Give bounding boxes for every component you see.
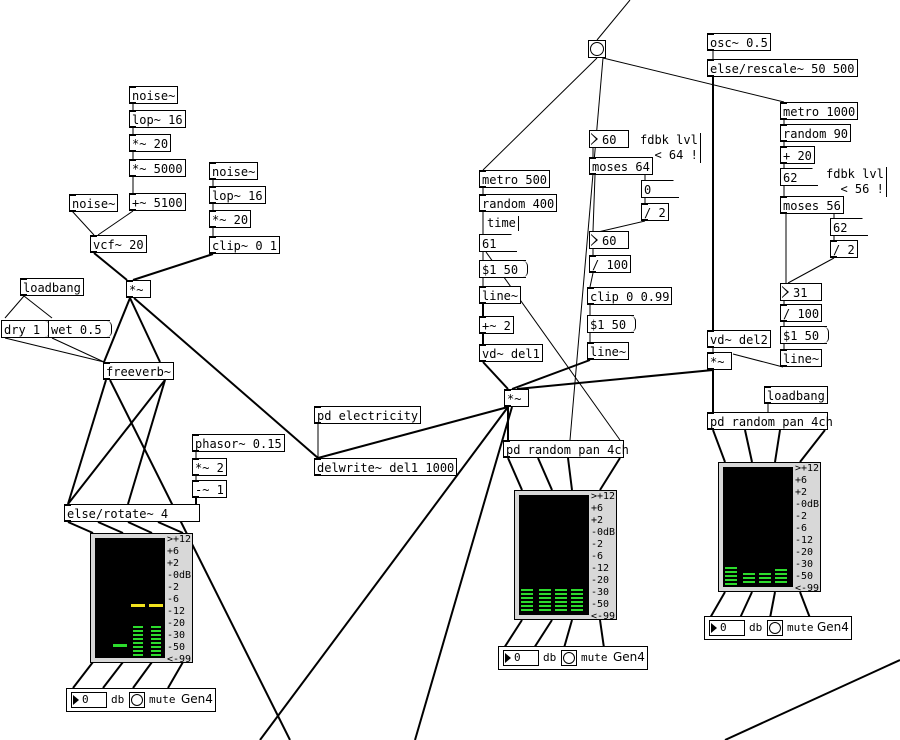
object-noise[interactable]: noise~ <box>69 194 119 212</box>
meter-bar <box>113 644 127 647</box>
number-box[interactable]: 31 <box>780 283 822 301</box>
object-moses[interactable]: moses 56 <box>780 196 844 214</box>
object-delwrite[interactable]: delwrite~ del1 1000 <box>314 458 458 476</box>
meter-bar <box>571 589 583 611</box>
comment-time: time <box>487 216 519 231</box>
message-line[interactable]: $1 50 <box>479 260 529 278</box>
object-multiply[interactable]: *~ 2 <box>192 458 227 476</box>
message-wet[interactable]: wet 0.5 <box>48 320 112 338</box>
vu-meter: >+12+6+2-0dB-2-6-12-20-30-50<-99 <box>90 533 193 665</box>
object-multiply[interactable]: *~ <box>504 389 529 407</box>
meter-bar <box>539 589 551 611</box>
db-label: db <box>111 693 125 706</box>
mute-toggle[interactable] <box>129 692 145 708</box>
meter-bar <box>149 604 163 607</box>
message-line[interactable]: $1 50 <box>780 326 830 344</box>
object-osc[interactable]: osc~ 0.5 <box>707 33 771 51</box>
object-lop[interactable]: lop~ 16 <box>129 110 186 128</box>
object-vd[interactable]: vd~ del1 <box>479 344 543 362</box>
number-box[interactable]: 60 <box>589 130 629 148</box>
object-add[interactable]: +~ 2 <box>479 316 514 334</box>
meter-bar <box>775 569 787 585</box>
mute-toggle[interactable] <box>561 650 577 666</box>
object-vcf[interactable]: vcf~ 20 <box>90 235 147 253</box>
object-multiply[interactable]: *~ 20 <box>129 134 172 152</box>
gen4-title: Gen4 <box>613 650 645 664</box>
atom-value[interactable]: 62 <box>830 218 868 236</box>
meter-bar <box>131 604 145 607</box>
number-box[interactable]: 60 <box>589 231 629 249</box>
object-add[interactable]: +~ 5100 <box>129 193 186 211</box>
meter-scale: >+12+6+2-0dB-2-6-12-20-30-50<-99 <box>167 534 192 665</box>
object-phasor[interactable]: phasor~ 0.15 <box>192 434 285 452</box>
message-line[interactable]: $1 50 <box>587 315 637 333</box>
db-label: db <box>543 651 557 664</box>
object-loadbang[interactable]: loadbang <box>20 278 84 296</box>
meter-bar <box>759 573 771 585</box>
mute-label: mute <box>149 693 176 706</box>
meter-scale: >+12+6+2-0dB-2-6-12-20-30-50<-99 <box>795 463 820 594</box>
object-rescale[interactable]: else/rescale~ 50 500 <box>707 59 858 77</box>
db-label: db <box>749 621 763 634</box>
gen4-panel: 0 db mute Gen4 <box>66 688 216 712</box>
gen4-title: Gen4 <box>181 692 213 706</box>
message-dry[interactable]: dry 1 <box>1 320 51 338</box>
meter-bar <box>555 589 567 611</box>
object-multiply[interactable]: *~ 20 <box>209 210 252 228</box>
meter-bar <box>521 589 533 611</box>
db-number-box[interactable]: 0 <box>503 650 539 666</box>
meter-bar <box>151 626 161 656</box>
atom-value[interactable]: 62 <box>780 168 818 186</box>
gen4-panel: 0 db mute Gen4 <box>498 646 648 670</box>
meter-bar <box>725 567 737 585</box>
mute-toggle[interactable] <box>767 620 783 636</box>
meter-bar <box>133 626 143 656</box>
object-clip[interactable]: clip~ 0 1 <box>209 236 281 254</box>
meter-bar <box>743 573 755 585</box>
object-divide[interactable]: / 2 <box>830 240 858 258</box>
object-loadbang[interactable]: loadbang <box>764 386 828 404</box>
object-noise[interactable]: noise~ <box>129 86 179 104</box>
vu-meter: >+12+6+2-0dB-2-6-12-20-30-50<-99 <box>514 490 617 622</box>
object-pd-random-pan[interactable]: pd random pan 4ch <box>503 440 629 458</box>
atom-time-value[interactable]: 61 <box>479 234 517 252</box>
comment-feedback-level: fdbk lvl < 56 ! <box>826 167 887 197</box>
db-number-box[interactable]: 0 <box>709 620 745 636</box>
object-divide[interactable]: / 100 <box>589 255 632 273</box>
mute-label: mute <box>581 651 608 664</box>
vu-meter: >+12+6+2-0dB-2-6-12-20-30-50<-99 <box>718 462 821 594</box>
object-line[interactable]: line~ <box>587 342 630 360</box>
object-moses[interactable]: moses 64 <box>589 157 653 175</box>
object-pd-electricity[interactable]: pd electricity <box>314 406 422 424</box>
object-divide[interactable]: / 100 <box>780 304 823 322</box>
object-clip[interactable]: clip 0 0.99 <box>587 287 673 305</box>
object-rotate[interactable]: else/rotate~ 4 <box>64 504 200 522</box>
comment-feedback-level: fdbk lvl < 64 ! <box>640 133 701 163</box>
object-metro[interactable]: metro 1000 <box>780 102 859 120</box>
db-number-box[interactable]: 0 <box>71 692 107 708</box>
object-divide[interactable]: / 2 <box>641 203 669 221</box>
bang-button[interactable] <box>588 40 606 58</box>
object-multiply[interactable]: *~ <box>707 352 732 370</box>
object-random[interactable]: random 90 <box>780 124 852 142</box>
gen4-title: Gen4 <box>817 620 849 634</box>
object-multiply[interactable]: *~ <box>126 280 151 298</box>
meter-scale: >+12+6+2-0dB-2-6-12-20-30-50<-99 <box>591 491 616 622</box>
object-line[interactable]: line~ <box>479 286 522 304</box>
object-freeverb[interactable]: freeverb~ <box>103 362 175 380</box>
object-multiply[interactable]: *~ 5000 <box>129 159 186 177</box>
object-line[interactable]: line~ <box>780 349 823 367</box>
object-pd-random-pan[interactable]: pd random pan 4ch <box>707 412 833 430</box>
gen4-panel: 0 db mute Gen4 <box>704 616 852 640</box>
object-subtract[interactable]: -~ 1 <box>192 480 227 498</box>
object-random[interactable]: random 400 <box>479 194 558 212</box>
object-lop[interactable]: lop~ 16 <box>209 186 266 204</box>
object-add[interactable]: + 20 <box>780 146 815 164</box>
object-metro[interactable]: metro 500 <box>479 170 551 188</box>
atom-value[interactable]: 0 <box>641 180 679 198</box>
object-noise[interactable]: noise~ <box>209 162 259 180</box>
mute-label: mute <box>787 621 814 634</box>
object-vd[interactable]: vd~ del2 <box>707 330 771 348</box>
